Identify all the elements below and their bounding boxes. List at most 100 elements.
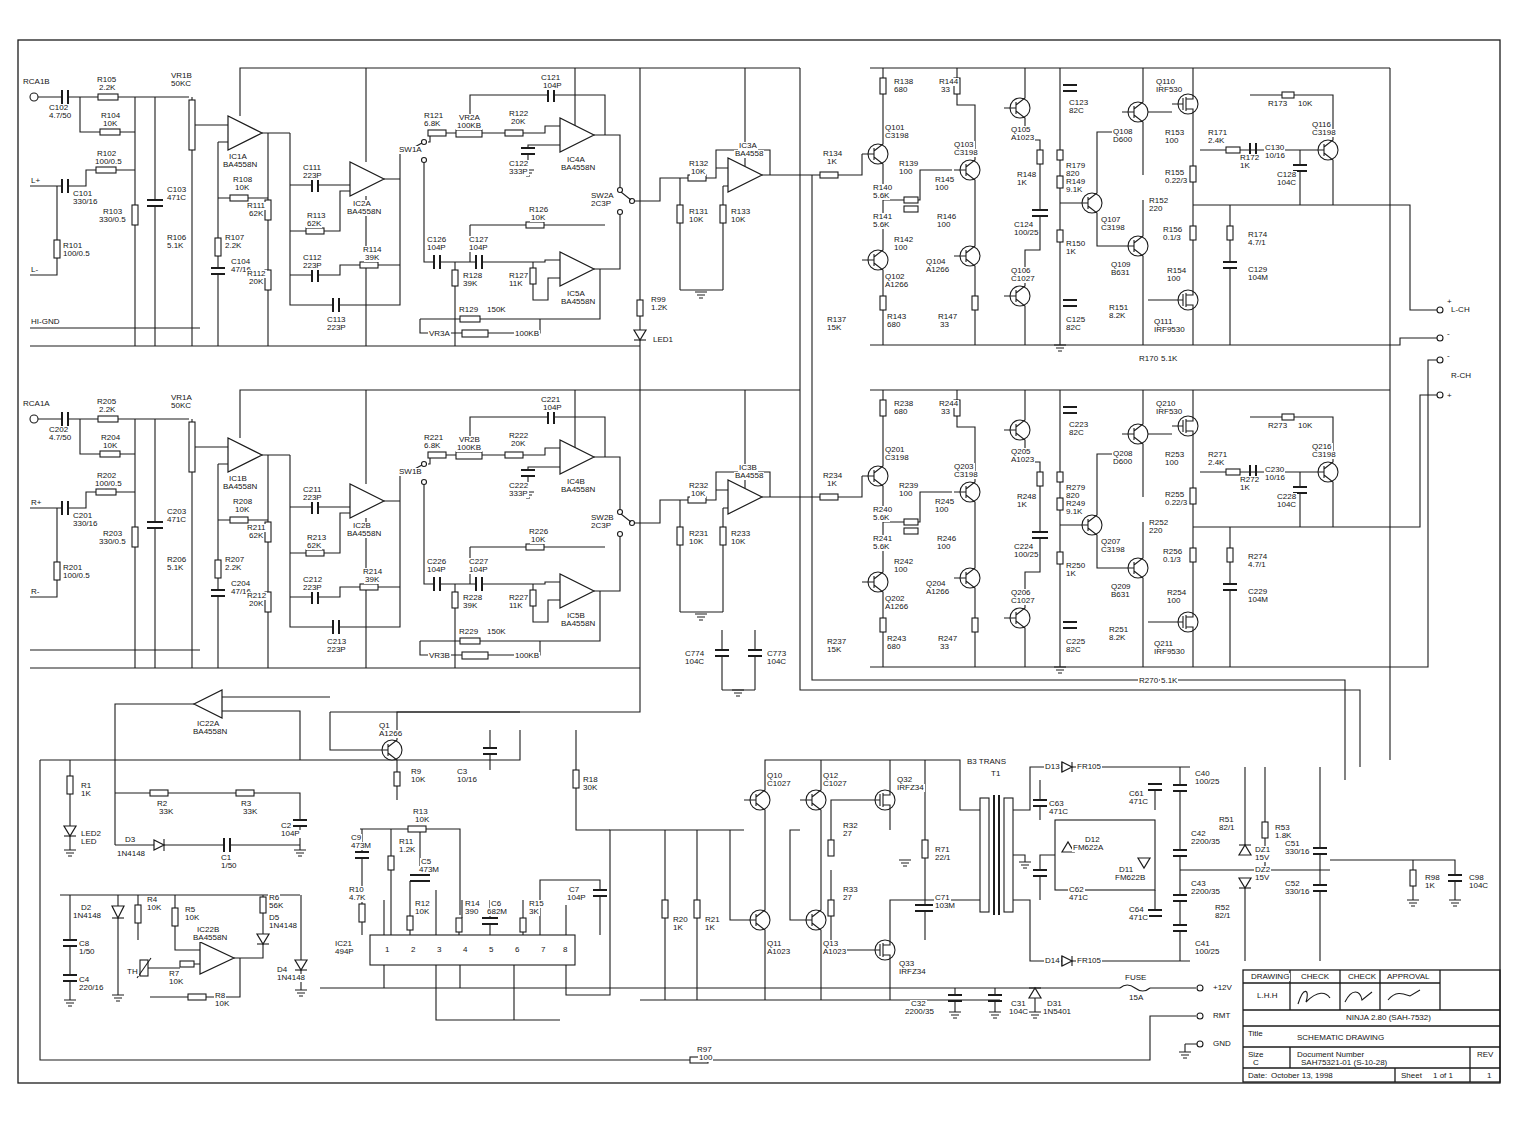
resistor-symbol bbox=[260, 897, 266, 913]
part-label: C98 bbox=[1468, 874, 1485, 882]
part-label: R174 bbox=[1247, 231, 1268, 239]
part-label: 2.2K bbox=[98, 406, 116, 414]
part-label: C bbox=[1252, 1059, 1260, 1067]
part-label: LED2 bbox=[80, 830, 102, 838]
part-label: 10K bbox=[102, 442, 118, 450]
part-label: IRFZ34 bbox=[898, 968, 927, 976]
part-label: R208 bbox=[232, 498, 253, 506]
part-label: R274 bbox=[1247, 553, 1268, 561]
part-label: 220/16 bbox=[78, 984, 104, 992]
part-label: 680 bbox=[886, 643, 901, 651]
part-label: C8 bbox=[78, 940, 90, 948]
wire bbox=[634, 339, 646, 340]
part-label: 27 bbox=[842, 894, 853, 902]
part-label: D600 bbox=[1112, 136, 1133, 144]
resistor-symbol bbox=[135, 905, 141, 923]
wire bbox=[163, 839, 164, 851]
part-label: 4 bbox=[462, 946, 468, 954]
part-label: R53 bbox=[1274, 824, 1291, 832]
part-label: 100 bbox=[1164, 137, 1179, 145]
part-label: BA4558N bbox=[222, 161, 258, 169]
part-label: 10K bbox=[234, 184, 250, 192]
part-label: 1 bbox=[384, 946, 390, 954]
part-label: 471C bbox=[166, 194, 187, 202]
part-label: 33 bbox=[940, 408, 951, 416]
part-label: FM622B bbox=[1114, 874, 1146, 882]
part-label: R121 bbox=[423, 112, 444, 120]
part-label: 10K bbox=[234, 506, 250, 514]
part-label: R101 bbox=[62, 242, 83, 250]
part-label: R229 bbox=[458, 628, 479, 636]
part-label: A1023 bbox=[1010, 456, 1035, 464]
part-label: R126 bbox=[528, 206, 549, 214]
part-label: 62K bbox=[248, 210, 264, 218]
part-label: 2.4K bbox=[1207, 137, 1225, 145]
part-label: C122 bbox=[508, 160, 529, 168]
part-label: C63 bbox=[1048, 800, 1065, 808]
part-label: R-CH bbox=[1450, 372, 1472, 380]
part-label: R272 bbox=[1239, 476, 1260, 484]
part-label: 15V bbox=[1254, 874, 1270, 882]
part-label: 1.2K bbox=[398, 846, 416, 854]
part-label: 104P bbox=[426, 566, 447, 574]
part-label: 1.8K bbox=[1274, 832, 1292, 840]
part-label: 333P bbox=[508, 168, 529, 176]
part-label: 330/0.5 bbox=[98, 216, 127, 224]
part-label: 223P bbox=[302, 262, 323, 270]
part-label: 682M bbox=[486, 908, 508, 916]
part-label: R246 bbox=[936, 535, 957, 543]
component-symbol bbox=[1138, 858, 1150, 868]
part-label: 150K bbox=[486, 306, 507, 314]
part-label: T1 bbox=[990, 770, 1001, 778]
part-label: IRFZ34 bbox=[896, 784, 925, 792]
part-label: R12 bbox=[414, 900, 431, 908]
symbol-instance bbox=[869, 930, 895, 970]
part-label: Q13 bbox=[822, 940, 839, 948]
part-label: R102 bbox=[96, 150, 117, 158]
resistor-symbol bbox=[408, 826, 426, 832]
part-label: Q209 bbox=[1110, 583, 1132, 591]
part-label: IC1A bbox=[228, 153, 248, 161]
resistor-symbol bbox=[188, 994, 206, 1000]
part-label: 20K bbox=[510, 440, 526, 448]
part-label: R32 bbox=[842, 822, 859, 830]
component-symbol bbox=[1062, 762, 1072, 772]
resistor-symbol bbox=[922, 840, 928, 858]
part-label: R155 bbox=[1164, 169, 1185, 177]
part-label: 33 bbox=[939, 643, 950, 651]
wire bbox=[1239, 844, 1251, 845]
part-label: Q204 bbox=[925, 580, 947, 588]
part-label: 39K bbox=[462, 280, 478, 288]
part-label: R147 bbox=[937, 313, 958, 321]
part-label: 330/0.5 bbox=[98, 538, 127, 546]
part-label: C64 bbox=[1128, 906, 1145, 914]
part-label: 10K bbox=[730, 216, 746, 224]
part-label: 10K bbox=[690, 490, 706, 498]
part-label: DZ2 bbox=[1254, 866, 1271, 874]
part-label: 1K bbox=[826, 158, 838, 166]
part-label: C224 bbox=[1013, 543, 1034, 551]
part-label: 104P bbox=[542, 404, 563, 412]
part-label: 15A bbox=[1128, 994, 1144, 1002]
part-label: DRAWING bbox=[1250, 973, 1290, 981]
part-label: Q32 bbox=[896, 776, 913, 784]
part-label: 4.7/50 bbox=[48, 434, 72, 442]
part-label: C221 bbox=[540, 396, 561, 404]
wire bbox=[1298, 990, 1420, 1004]
component-symbol bbox=[194, 690, 222, 718]
part-label: SAH75321-01 (S-10-28) bbox=[1300, 1059, 1388, 1067]
part-label: 0.22/3 bbox=[1164, 177, 1188, 185]
part-label: R242 bbox=[893, 558, 914, 566]
part-label: 104M bbox=[1247, 274, 1269, 282]
part-label: R247 bbox=[937, 635, 958, 643]
part-label: 2C3P bbox=[590, 200, 612, 208]
part-label: B3 TRANS bbox=[966, 758, 1007, 766]
part-label: 9.1K bbox=[1065, 508, 1083, 516]
part-label: 20K bbox=[248, 278, 264, 286]
part-label: IC22B bbox=[196, 926, 220, 934]
part-label: R142 bbox=[893, 236, 914, 244]
part-label: Sheet bbox=[1400, 1072, 1423, 1080]
part-label: REV bbox=[1476, 1051, 1494, 1059]
part-label: L-CH bbox=[1450, 306, 1471, 314]
part-label: 150K bbox=[486, 628, 507, 636]
